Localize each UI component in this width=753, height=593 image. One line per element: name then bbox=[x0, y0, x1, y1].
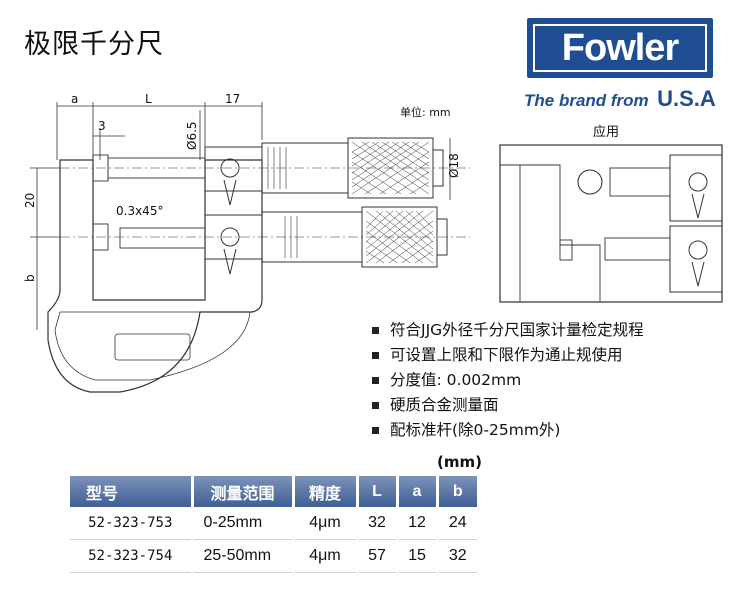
logo-text: Fowler bbox=[533, 24, 707, 72]
cell-l: 32 bbox=[355, 507, 397, 540]
cell-accuracy: 4μm bbox=[291, 539, 357, 573]
header-l: L bbox=[355, 476, 397, 507]
cell-model: 52-323-753 bbox=[70, 507, 192, 540]
dim-18-label: Ø18 bbox=[447, 153, 461, 178]
feature-item: 配标准杆(除0-25mm外) bbox=[368, 418, 644, 443]
cell-model: 52-323-754 bbox=[70, 539, 192, 573]
dim-3-label: 3 bbox=[98, 119, 106, 133]
unit-label: 单位: mm bbox=[400, 106, 451, 119]
spec-table: 型号 测量范围 精度 L a b 52-323-753 0-25mm 4μm 3… bbox=[70, 476, 477, 573]
application-label: 应用 bbox=[593, 125, 620, 140]
fowler-logo: Fowler bbox=[527, 18, 713, 78]
header-model: 型号 bbox=[70, 476, 192, 507]
header-accuracy: 精度 bbox=[291, 476, 357, 507]
cell-b: 32 bbox=[435, 539, 477, 573]
feature-item: 可设置上限和下限作为通止规使用 bbox=[368, 343, 644, 368]
cell-a: 12 bbox=[395, 507, 437, 540]
feature-list: 符合JJG外径千分尺国家计量检定规程 可设置上限和下限作为通止规使用 分度值: … bbox=[368, 318, 644, 443]
cell-range: 25-50mm bbox=[190, 539, 293, 573]
table-row: 52-323-753 0-25mm 4μm 32 12 24 bbox=[70, 507, 477, 540]
header-b: b bbox=[435, 476, 477, 507]
table-header-row: 型号 测量范围 精度 L a b bbox=[70, 476, 477, 507]
table-unit-label: (mm) bbox=[437, 453, 482, 471]
tagline-right: U.S.A bbox=[657, 86, 716, 111]
header-a: a bbox=[395, 476, 437, 507]
cell-range: 0-25mm bbox=[190, 507, 293, 540]
cell-a: 15 bbox=[395, 539, 437, 573]
brand-tagline: The brand from U.S.A bbox=[524, 86, 716, 112]
feature-item: 分度值: 0.002mm bbox=[368, 368, 644, 393]
header-range: 测量范围 bbox=[190, 476, 293, 507]
dim-20-label: 20 bbox=[23, 193, 37, 208]
dim-l-label: L bbox=[145, 92, 152, 106]
feature-item: 硬质合金测量面 bbox=[368, 393, 644, 418]
page-title: 极限千分尺 bbox=[24, 29, 164, 60]
dim-17-label: 17 bbox=[225, 92, 240, 106]
feature-item: 符合JJG外径千分尺国家计量检定规程 bbox=[368, 318, 644, 343]
dim-chamfer-label: 0.3x45° bbox=[116, 204, 163, 218]
tagline-left: The brand from bbox=[524, 91, 649, 110]
cell-l: 57 bbox=[355, 539, 397, 573]
dim-b-label: b bbox=[23, 274, 37, 282]
dim-a-label: a bbox=[71, 92, 78, 106]
dim-65-label: Ø6.5 bbox=[185, 121, 199, 150]
cell-b: 24 bbox=[435, 507, 477, 540]
cell-accuracy: 4μm bbox=[291, 507, 357, 540]
table-row: 52-323-754 25-50mm 4μm 57 15 32 bbox=[70, 539, 477, 573]
